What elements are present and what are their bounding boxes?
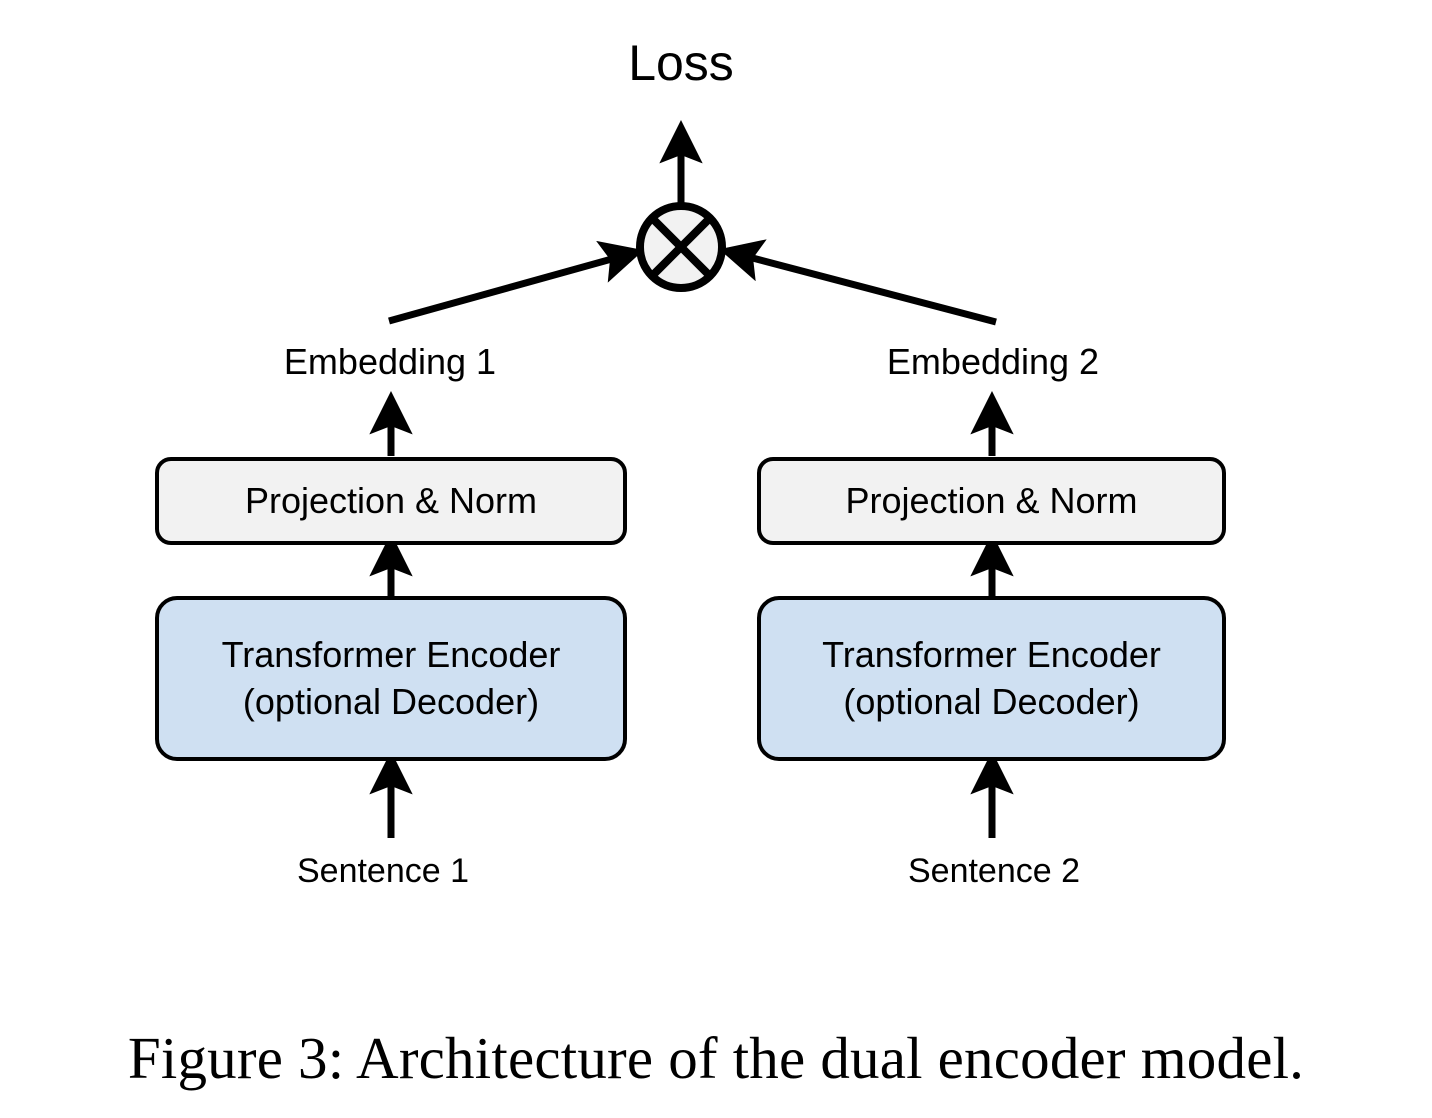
projection-norm-box-1: Projection & Norm	[155, 457, 627, 545]
projection-norm-label-2: Projection & Norm	[845, 479, 1138, 521]
embedding-2-label: Embedding 2	[886, 341, 1100, 382]
transformer-encoder-line-2a: Transformer Encoder	[822, 634, 1161, 676]
sentence-2-label: Sentence 2	[907, 852, 1081, 890]
transformer-encoder-text-1: Transformer Encoder (optional Decoder)	[222, 632, 561, 724]
arrow-embedding2-to-operator	[719, 239, 997, 326]
transformer-encoder-box-1: Transformer Encoder (optional Decoder)	[155, 596, 627, 761]
arrow-embedding1-to-operator	[388, 240, 644, 325]
transformer-encoder-line-2b: (optional Decoder)	[843, 680, 1140, 722]
projection-norm-label-1: Projection & Norm	[244, 479, 538, 521]
transformer-encoder-text-2: Transformer Encoder (optional Decoder)	[822, 632, 1161, 724]
transformer-encoder-line-1a: Transformer Encoder	[221, 634, 561, 676]
loss-label: Loss	[628, 35, 734, 91]
sentence-1-label: Sentence 1	[296, 852, 470, 890]
transformer-encoder-box-2: Transformer Encoder (optional Decoder)	[757, 596, 1226, 761]
embedding-1-label: Embedding 1	[283, 341, 497, 382]
projection-norm-box-2: Projection & Norm	[757, 457, 1226, 545]
transformer-encoder-line-1b: (optional Decoder)	[242, 680, 540, 722]
figure-caption: Figure 3: Architecture of the dual encod…	[127, 1025, 1305, 1091]
tensor-product-operator-icon	[636, 202, 726, 292]
